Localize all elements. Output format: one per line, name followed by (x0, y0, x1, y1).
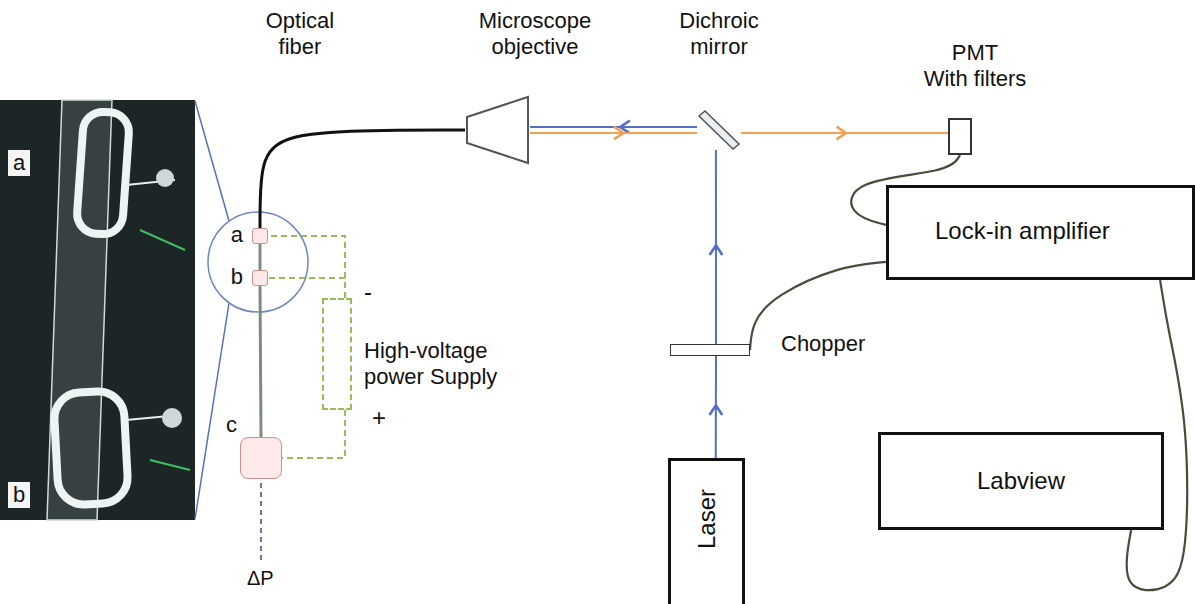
hv-wire (268, 236, 345, 298)
hv-wire (282, 410, 345, 458)
laser-beam (530, 126, 697, 128)
optical-fiber (260, 130, 465, 228)
node-text: b (223, 264, 243, 290)
emission-beam (741, 132, 948, 134)
wire (150, 460, 190, 470)
electrode-loop (53, 390, 129, 506)
electrode: b (252, 270, 268, 286)
chopper: Chopper (670, 344, 750, 356)
zoom-circle (208, 212, 308, 312)
photo-inset (0, 100, 195, 520)
electrode: c (240, 437, 282, 479)
emission-beam (530, 132, 697, 134)
node-text: a (223, 222, 243, 248)
optical-fiber (259, 244, 262, 270)
microscope-objective: Microscope objective (465, 95, 530, 165)
polarity-sign: + (372, 404, 386, 433)
node-text: PMT (900, 40, 1050, 66)
fiber-label: Optical fiber (245, 8, 355, 61)
dichroic-mirror: Dichroic mirror (697, 110, 741, 150)
node-text: Chopper (781, 331, 901, 357)
lock-in-box: Lock-in amplifier (886, 185, 1195, 280)
photo-label: b (8, 482, 30, 508)
node-text: High-voltage power Supply (364, 338, 514, 391)
clip (162, 408, 182, 428)
laser-beam (715, 150, 717, 344)
node-text: With filters (900, 66, 1050, 92)
objective-shape (467, 97, 528, 163)
electrode: a (252, 228, 268, 244)
mirror-shape (699, 111, 739, 149)
wire (140, 230, 185, 250)
electrode-loop (76, 111, 130, 236)
shape-outline (697, 110, 741, 150)
clip (156, 169, 174, 187)
power-supply: High-voltage power Supply (322, 298, 352, 410)
laser-beam (715, 356, 717, 458)
zoom-line (195, 101, 229, 221)
labview-box: Labview (878, 432, 1164, 530)
optical-fiber (260, 286, 261, 437)
node-text: Lock-in amplifier (935, 217, 1110, 246)
node-text: Microscope objective (465, 8, 605, 61)
node-text: Labview (881, 467, 1161, 496)
node-text: Laser (692, 489, 721, 549)
node-text: c (219, 412, 237, 438)
node-text: Dichroic mirror (669, 8, 769, 61)
hv-wire (268, 278, 345, 298)
laser-box: Laser (668, 458, 745, 604)
pmt-detector: PMTWith filters (948, 118, 972, 155)
shape-outline (465, 95, 530, 165)
polarity-sign: - (364, 278, 372, 307)
photo-label: a (8, 150, 30, 176)
pressure-label: ΔP (247, 566, 274, 590)
zoom-line (195, 303, 229, 519)
pressure-line (260, 483, 262, 562)
